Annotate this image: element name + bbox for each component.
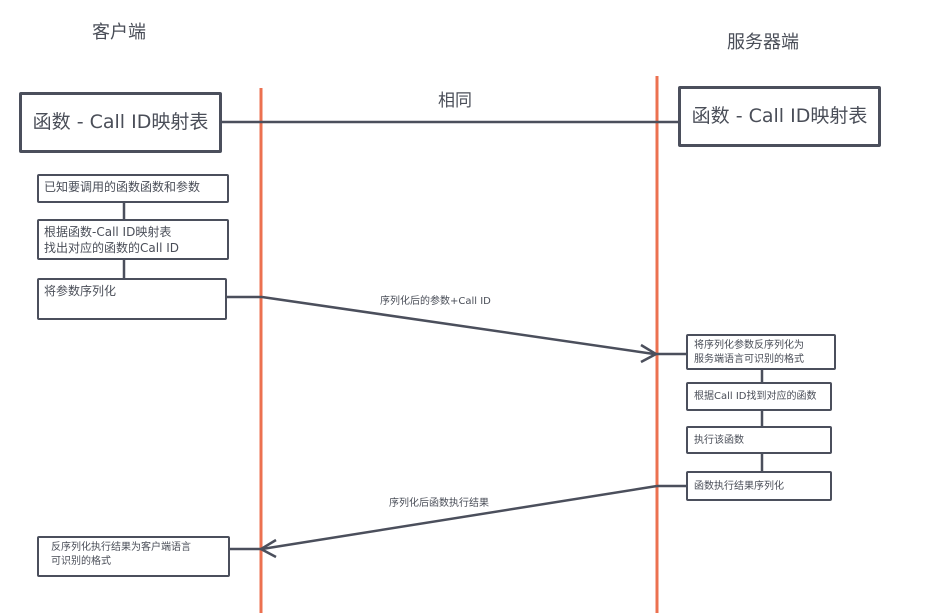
server-step-4-line-1: 函数执行结果序列化	[694, 481, 784, 492]
server-step-1: 将序列化参数反序列化为 服务端语言可识别的格式	[686, 334, 836, 370]
client-step-1-line-1: 已知要调用的函数函数和参数	[44, 180, 201, 194]
request-arrow-seg2	[261, 295, 655, 356]
client-step-4: 反序列化执行结果为客户端语言 可识别的格式	[37, 536, 230, 577]
client-step-4-line-2: 可识别的格式	[51, 555, 111, 567]
server-step-4: 函数执行结果序列化	[686, 471, 832, 501]
middle-label: 相同	[438, 91, 472, 111]
client-step-3: 将参数序列化	[37, 278, 227, 320]
client-mapping-table-label: 函数 - Call ID映射表	[32, 110, 209, 133]
server-step-2: 根据Call ID找到对应的函数	[686, 382, 832, 411]
client-step-1: 已知要调用的函数函数和参数	[37, 174, 229, 203]
client-title: 客户端	[92, 22, 146, 43]
client-step-2-line-2: 找出对应的函数的Call ID	[44, 241, 179, 256]
server-mapping-table-label: 函数 - Call ID映射表	[691, 104, 868, 127]
response-message-label: 序列化后函数执行结果	[389, 498, 489, 509]
response-arrow-seg2	[261, 484, 658, 551]
client-step-2-line-1: 根据函数-Call ID映射表	[44, 225, 172, 239]
client-step-4-line-1: 反序列化执行结果为客户端语言	[51, 542, 191, 553]
server-step-3-line-1: 执行该函数	[694, 435, 744, 446]
request-message-label: 序列化后的参数+Call ID	[380, 296, 491, 307]
client-step-2: 根据函数-Call ID映射表 找出对应的函数的Call ID	[37, 219, 229, 260]
server-step-1-line-2: 服务端语言可识别的格式	[694, 353, 804, 365]
server-mapping-table: 函数 - Call ID映射表	[678, 86, 881, 147]
client-mapping-table: 函数 - Call ID映射表	[19, 92, 222, 153]
server-step-3: 执行该函数	[686, 426, 832, 454]
client-step-3-line-1: 将参数序列化	[44, 284, 117, 298]
server-step-1-line-1: 将序列化参数反序列化为	[694, 340, 804, 351]
server-step-2-line-1: 根据Call ID找到对应的函数	[694, 391, 817, 402]
server-title: 服务器端	[727, 32, 799, 53]
